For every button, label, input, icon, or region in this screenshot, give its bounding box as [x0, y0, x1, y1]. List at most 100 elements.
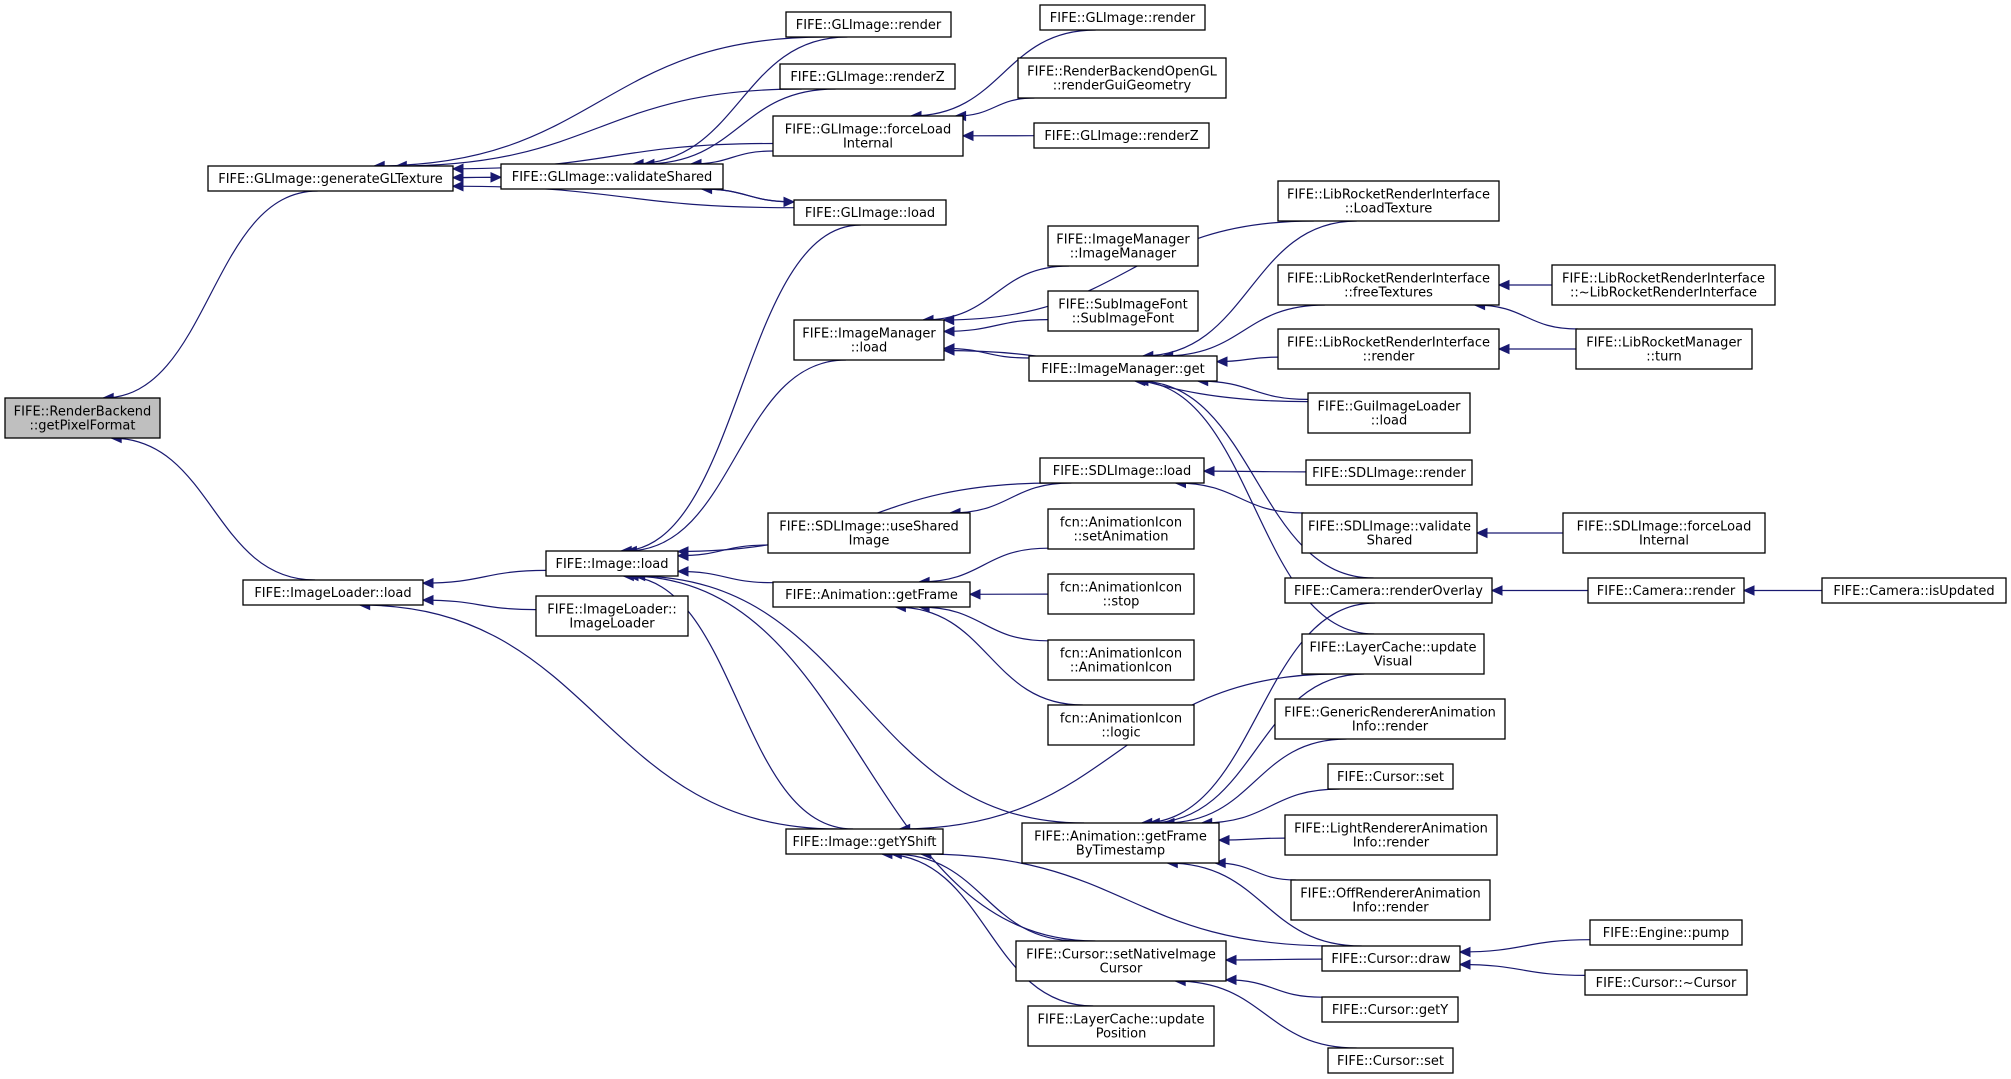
edge-imgLoaderLoad-imageLoad	[422, 569, 547, 584]
node-animStop[interactable]: fcn::AnimationIcon::stop	[1047, 573, 1195, 615]
edge-glValidate-glRenderZ1	[643, 88, 836, 165]
arrowhead	[1458, 946, 1471, 958]
node-label: ::turn	[1646, 350, 1681, 365]
node-imgLoaderLoad[interactable]: FIFE::ImageLoader::load	[242, 579, 424, 606]
node-box	[793, 199, 947, 226]
node-imMgrCtor[interactable]: FIFE::ImageManager::ImageManager	[1047, 225, 1199, 267]
node-label: Cursor	[1100, 962, 1143, 977]
node-camIsUpdated[interactable]: FIFE::Camera::isUpdated	[1821, 577, 2007, 604]
node-label: ::stop	[1103, 595, 1140, 610]
arrowhead	[421, 577, 434, 589]
node-glRenderZ2[interactable]: FIFE::GLImage::renderZ	[1033, 122, 1210, 149]
arrowhead	[451, 180, 464, 192]
node-lrMgrTurn[interactable]: FIFE::LibRocketManager::turn	[1575, 328, 1753, 370]
node-sdlLoad[interactable]: FIFE::SDLImage::load	[1039, 457, 1205, 484]
node-glRender2[interactable]: FIFE::GLImage::render	[1039, 4, 1206, 31]
node-box	[779, 63, 956, 90]
node-lrRender[interactable]: FIFE::LibRocketRenderInterface::render	[1277, 328, 1500, 370]
node-animGetFrame[interactable]: FIFE::Animation::getFrame	[772, 581, 971, 608]
node-root[interactable]: FIFE::RenderBackend::getPixelFormat	[4, 397, 161, 439]
node-label: FIFE::Animation::getFrame	[1034, 830, 1207, 845]
node-label: FIFE::ImageManager	[802, 327, 936, 342]
node-animLogic[interactable]: fcn::AnimationIcon::logic	[1047, 704, 1195, 746]
node-cursorSet2[interactable]: FIFE::Cursor::set	[1327, 1047, 1454, 1074]
node-glLoad[interactable]: FIFE::GLImage::load	[793, 199, 947, 226]
edge-imMgrLoad-subImgFont	[943, 319, 1049, 332]
node-sdlValidate[interactable]: FIFE::SDLImage::validateShared	[1301, 512, 1478, 554]
node-lrFreeTex[interactable]: FIFE::LibRocketRenderInterface::freeText…	[1277, 264, 1500, 306]
edge-root-genGL	[103, 190, 318, 399]
node-animSetAnim[interactable]: fcn::AnimationIcon::setAnimation	[1047, 508, 1195, 550]
node-label: FIFE::LightRendererAnimation	[1294, 822, 1488, 837]
node-label: ::renderGuiGeometry	[1053, 79, 1192, 94]
node-genGL[interactable]: FIFE::GLImage::generateGLTexture	[207, 165, 454, 192]
node-getYShift[interactable]: FIFE::Image::getYShift	[785, 828, 944, 855]
node-box	[242, 579, 424, 606]
node-lrLoadTex[interactable]: FIFE::LibRocketRenderInterface::LoadText…	[1277, 180, 1500, 222]
node-glValidate[interactable]: FIFE::GLImage::validateShared	[500, 163, 724, 190]
node-cursorDraw[interactable]: FIFE::Cursor::draw	[1321, 945, 1461, 972]
node-label: FIFE::Image::getYShift	[792, 835, 936, 850]
edge-imageLoad-imMgrLoad	[626, 359, 847, 552]
node-label: Info::render	[1352, 901, 1429, 916]
node-guiImgLoad[interactable]: FIFE::GuiImageLoader::load	[1307, 392, 1471, 434]
node-label: Internal	[843, 137, 893, 152]
node-box	[1047, 290, 1199, 332]
node-label: fcn::AnimationIcon	[1060, 581, 1182, 596]
node-imageLoad[interactable]: FIFE::Image::load	[545, 550, 679, 577]
node-cursorGetY[interactable]: FIFE::Cursor::getY	[1321, 996, 1459, 1023]
edge-getYShift-layerUpdVisual	[899, 673, 1337, 830]
node-label: FIFE::GLImage::forceLoad	[785, 123, 951, 138]
node-cursorSet1[interactable]: FIFE::Cursor::set	[1327, 763, 1454, 790]
arrowhead	[451, 163, 464, 175]
node-imMgrGet[interactable]: FIFE::ImageManager::get	[1028, 355, 1218, 382]
edge-imageLoad-glLoad	[621, 224, 861, 552]
node-rbOpenGL[interactable]: FIFE::RenderBackendOpenGL::renderGuiGeom…	[1017, 57, 1227, 99]
node-imgLoaderCtor[interactable]: FIFE::ImageLoader::ImageLoader	[535, 595, 689, 637]
node-label: Internal	[1639, 534, 1689, 549]
node-enginePump[interactable]: FIFE::Engine::pump	[1589, 919, 1743, 946]
node-box	[772, 115, 964, 157]
edge-animGetFrame-animIconCtor	[919, 606, 1049, 642]
edge-animGetFrame-animSetAnim	[919, 547, 1049, 583]
node-box	[1033, 122, 1210, 149]
node-box	[1274, 698, 1506, 740]
node-cursorDtor[interactable]: FIFE::Cursor::~Cursor	[1584, 969, 1748, 996]
node-lrDtor[interactable]: FIFE::LibRocketRenderInterface::~LibRock…	[1551, 264, 1776, 306]
node-box	[1321, 996, 1459, 1023]
node-box	[500, 163, 724, 190]
node-box	[4, 397, 161, 439]
node-subImgFont[interactable]: FIFE::SubImageFont::SubImageFont	[1047, 290, 1199, 332]
node-box	[1821, 577, 2007, 604]
node-label: FIFE::ImageManager::get	[1041, 362, 1204, 377]
node-box	[1587, 577, 1745, 604]
node-box	[1039, 457, 1205, 484]
node-camRender[interactable]: FIFE::Camera::render	[1587, 577, 1745, 604]
node-label: fcn::AnimationIcon	[1060, 647, 1182, 662]
node-glRender1[interactable]: FIFE::GLImage::render	[785, 11, 952, 38]
node-sdlRender[interactable]: FIFE::SDLImage::render	[1305, 459, 1473, 486]
edge-imgLoaderLoad-imgLoaderCtor	[422, 599, 537, 611]
node-box	[1021, 822, 1220, 864]
node-genericRender[interactable]: FIFE::GenericRendererAnimationInfo::rend…	[1274, 698, 1506, 740]
node-animIconCtor[interactable]: fcn::AnimationIcon::AnimationIcon	[1047, 639, 1195, 681]
node-imMgrLoad[interactable]: FIFE::ImageManager::load	[793, 319, 945, 361]
node-camRenderOverlay[interactable]: FIFE::Camera::renderOverlay	[1284, 577, 1493, 604]
node-glRenderZ1[interactable]: FIFE::GLImage::renderZ	[779, 63, 956, 90]
node-box	[1301, 512, 1478, 554]
arrowhead	[1490, 585, 1503, 596]
node-label: ::~LibRocketRenderInterface	[1570, 286, 1757, 301]
edge-imMgrGet-layerUpdVisual	[1134, 380, 1375, 635]
node-box	[535, 595, 689, 637]
node-label: FIFE::Camera::render	[1597, 584, 1736, 599]
arrowhead	[942, 345, 955, 356]
